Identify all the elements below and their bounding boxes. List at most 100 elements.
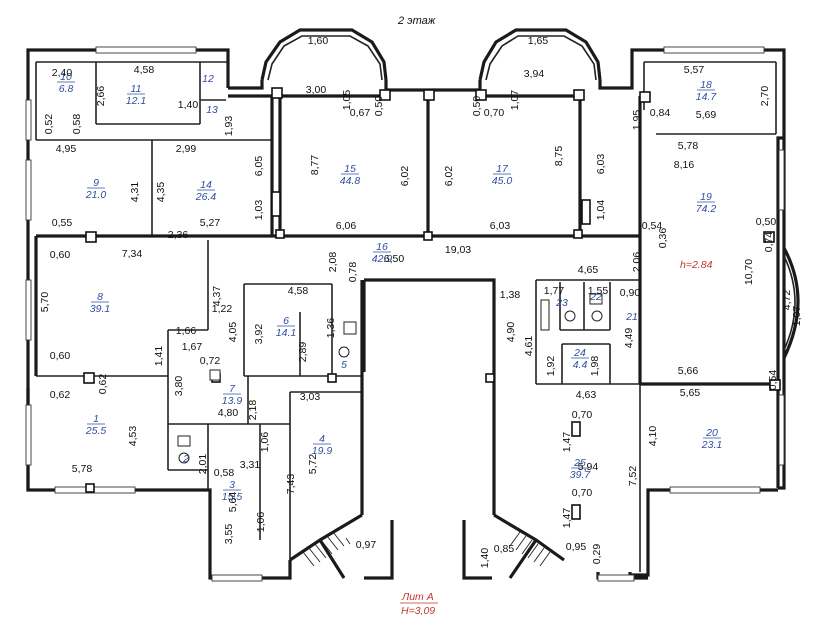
dimension-label: 7,34: [122, 248, 143, 260]
dimension-label: 0,50: [756, 216, 777, 228]
dimension-label: 5,78: [678, 140, 699, 152]
dimension-label: 0,84: [650, 107, 671, 119]
dimension-label: 5,78: [72, 463, 93, 475]
dimension-label: 0,60: [50, 350, 71, 362]
room-number: 16: [376, 241, 388, 253]
dimension-label: 4,58: [134, 64, 155, 76]
dimension-label: 1,38: [500, 289, 521, 301]
dimension-label: 0,55: [52, 217, 73, 229]
dimension-label: 8,75: [553, 146, 565, 167]
dimension-label: 1,40: [479, 548, 491, 569]
dimension-label: 4,37: [211, 286, 223, 307]
dimension-label: 2,01: [197, 454, 209, 475]
room-number: 24: [573, 347, 586, 359]
room-number: 4: [319, 433, 325, 445]
dimension-label: 5,27: [200, 217, 221, 229]
dimension-label: 0,29: [591, 544, 603, 565]
dimension-label: 1,36: [325, 318, 337, 339]
dimension-label: 0,36: [657, 228, 669, 249]
dimension-label: 6,02: [399, 166, 411, 187]
dimension-label: 8,16: [674, 159, 695, 171]
dimension-label: 5,66: [678, 365, 699, 377]
dimension-label: 1,06: [255, 512, 267, 533]
dimension-label: 1,41: [153, 346, 165, 367]
dimension-label: 1,60: [308, 35, 329, 47]
room-number: 5: [341, 359, 347, 371]
room-area: 26.4: [195, 191, 217, 203]
dimension-label: 5,94: [578, 461, 599, 473]
dimension-label: 5,57: [684, 64, 705, 76]
room-number: 3: [229, 479, 235, 491]
dimension-label: 0,97: [356, 539, 377, 551]
room-area: 44.8: [340, 175, 361, 187]
dimension-label: 0,95: [566, 541, 587, 553]
dimension-label: 2,99: [176, 143, 197, 155]
dimension-label: 1,47: [561, 508, 573, 529]
room-area: 21.0: [85, 189, 107, 201]
room-number: 19: [700, 191, 712, 203]
dimension-label: 0,85: [494, 543, 515, 555]
room-area: 4.4: [573, 359, 588, 371]
room-number: 13: [206, 104, 218, 116]
dimension-label: 8,77: [309, 155, 321, 176]
dimension-label: 0,62: [50, 389, 71, 401]
dimension-label: 6,03: [595, 154, 607, 175]
dimension-label: 0,67: [350, 107, 371, 119]
dimension-label: 19,03: [445, 244, 471, 256]
room-area: 12.1: [126, 95, 146, 107]
outer-walls: [26, 28, 786, 580]
room-area: 74.2: [696, 203, 717, 215]
dimension-label: 2,70: [759, 86, 771, 107]
dimension-label: 5,70: [39, 292, 51, 313]
room-area: 19.9: [312, 445, 333, 457]
room-area: 45.0: [492, 175, 513, 187]
dimension-label: 1,40: [178, 99, 199, 111]
room-number: 8: [97, 291, 103, 303]
dimension-label: 0,78: [347, 262, 359, 283]
dimension-label: 4,53: [127, 426, 139, 447]
dimension-label: 4,10: [647, 426, 659, 447]
dimension-label: 1,07: [509, 90, 521, 111]
dimension-label: 3,80: [173, 376, 185, 397]
dimension-label: 1,65: [528, 35, 549, 47]
dimension-label: 0,50: [373, 96, 385, 117]
interior-walls: [26, 61, 778, 572]
dimension-label: 3,00: [306, 84, 327, 96]
dimension-label: 4,95: [56, 143, 77, 155]
dimension-label: 4,35: [155, 182, 167, 203]
room-area: 14.7: [696, 91, 718, 103]
dimension-label: 5,69: [696, 109, 717, 121]
dimension-label: 0,70: [572, 409, 593, 421]
dimension-label: 1,06: [259, 432, 271, 453]
dimension-label: 1,22: [212, 303, 233, 315]
dimension-label: 1,77: [544, 285, 565, 297]
dimension-label: 0,90: [620, 287, 641, 299]
room-area: 39.1: [90, 303, 110, 315]
dimension-label: 2,89: [297, 342, 309, 363]
dimension-label: 0,52: [43, 114, 55, 135]
room-area: 13.9: [222, 395, 243, 407]
dimension-label: 0,74: [763, 232, 775, 253]
dimension-label: 0,54: [642, 220, 663, 232]
dimension-label: 4,65: [578, 264, 599, 276]
dimension-label: 4,90: [505, 322, 517, 343]
dimension-label: 1,05: [341, 90, 353, 111]
dimension-label: 6,06: [336, 220, 357, 232]
dimension-label: 4,31: [129, 182, 141, 203]
room-number: 18: [700, 79, 712, 91]
bay-arc: [782, 247, 800, 359]
dimension-label: 1,03: [253, 200, 265, 221]
room-number: 15: [344, 163, 356, 175]
dimension-label: 0,70: [572, 487, 593, 499]
dimension-label: 0,54: [767, 370, 779, 391]
dimension-label: 5,72: [307, 454, 319, 475]
dimension-label: 1,07: [791, 306, 803, 327]
room-number: 11: [131, 83, 142, 95]
dimension-label: 1,55: [588, 285, 609, 297]
dimension-label: 0,72: [200, 355, 221, 367]
dimension-label: 0,62: [97, 374, 109, 395]
dimension-label: 4,72: [781, 290, 793, 311]
stairs-left: [289, 513, 363, 579]
room-number: 20: [705, 427, 718, 439]
room-area: 15.5: [222, 491, 243, 503]
